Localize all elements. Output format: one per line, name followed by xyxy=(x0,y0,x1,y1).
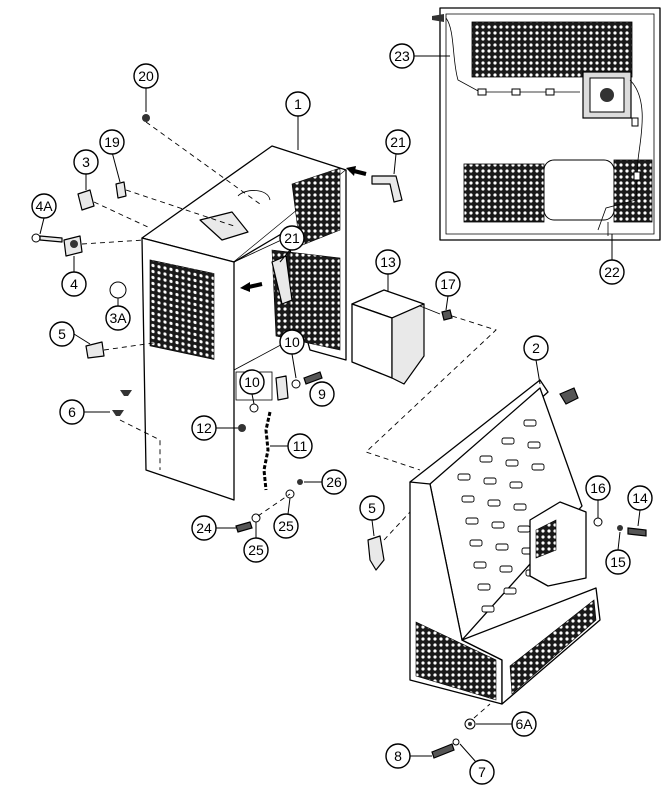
callout-14[interactable]: 14 xyxy=(627,485,653,527)
svg-text:1: 1 xyxy=(294,96,302,112)
bracket-21-inner xyxy=(240,255,293,305)
callout-17[interactable]: 17 xyxy=(435,271,461,311)
callout-12[interactable]: 12 xyxy=(191,415,238,441)
nut-12 xyxy=(238,424,246,432)
callout-6a[interactable]: 6A xyxy=(476,711,537,737)
screw-6 xyxy=(112,390,161,470)
latch-3 xyxy=(77,189,151,229)
callout-5-right[interactable]: 5 xyxy=(359,495,385,537)
callout-6[interactable]: 6 xyxy=(59,399,110,425)
callout-19[interactable]: 19 xyxy=(99,129,125,183)
svg-text:3: 3 xyxy=(82,154,90,170)
key-4a xyxy=(31,233,63,243)
svg-text:16: 16 xyxy=(590,480,606,496)
washer-15 xyxy=(617,525,623,531)
chain-11 xyxy=(262,411,272,491)
svg-text:12: 12 xyxy=(196,420,212,436)
catch-5-left xyxy=(85,341,161,359)
seat-unit-2 xyxy=(409,379,601,705)
svg-text:8: 8 xyxy=(394,748,402,764)
plug-3a xyxy=(109,281,127,299)
callout-2[interactable]: 2 xyxy=(523,335,549,385)
screw-8 xyxy=(431,743,455,759)
callout-9[interactable]: 9 xyxy=(309,381,335,407)
svg-text:5: 5 xyxy=(58,326,66,342)
catch-5-right xyxy=(367,511,411,571)
callout-26[interactable]: 26 xyxy=(304,469,347,495)
svg-text:6A: 6A xyxy=(515,716,533,732)
svg-text:24: 24 xyxy=(196,520,212,536)
callout-1[interactable]: 1 xyxy=(285,91,311,150)
screw-20 xyxy=(142,114,261,205)
nut-26 xyxy=(297,479,303,485)
callout-11[interactable]: 11 xyxy=(270,433,313,459)
svg-text:14: 14 xyxy=(632,490,648,506)
callout-10-top[interactable]: 10 xyxy=(279,329,305,379)
svg-text:15: 15 xyxy=(610,554,626,570)
callout-3[interactable]: 3 xyxy=(73,149,99,190)
callout-22[interactable]: 22 xyxy=(599,234,625,285)
svg-text:21: 21 xyxy=(390,134,406,150)
rear-panel-inset xyxy=(432,7,661,241)
callout-24[interactable]: 24 xyxy=(191,515,236,541)
svg-text:3A: 3A xyxy=(109,310,127,326)
callout-20[interactable]: 20 xyxy=(133,63,159,112)
callout-25-right[interactable]: 25 xyxy=(273,497,299,539)
clip-19 xyxy=(115,181,235,227)
callout-23[interactable]: 23 xyxy=(389,43,450,69)
svg-text:2: 2 xyxy=(532,340,540,356)
svg-text:9: 9 xyxy=(318,386,326,402)
callout-10-bottom[interactable]: 10 xyxy=(239,369,265,405)
svg-text:13: 13 xyxy=(380,254,396,270)
washer-25 xyxy=(251,489,295,523)
washer-10 xyxy=(249,403,259,413)
svg-text:26: 26 xyxy=(326,474,342,490)
callout-15[interactable]: 15 xyxy=(605,531,631,575)
svg-text:25: 25 xyxy=(278,518,294,534)
svg-text:10: 10 xyxy=(284,334,300,350)
hinge-plate xyxy=(275,371,323,401)
svg-text:19: 19 xyxy=(104,134,120,150)
screw-14 xyxy=(627,527,647,537)
svg-text:25: 25 xyxy=(248,542,264,558)
washer-16 xyxy=(593,517,603,527)
svg-text:4A: 4A xyxy=(35,198,53,214)
shelf-box-13 xyxy=(351,289,441,385)
callout-21-top[interactable]: 21 xyxy=(385,129,411,175)
bracket-21-top xyxy=(346,166,403,203)
callout-5-left[interactable]: 5 xyxy=(49,321,91,347)
callout-21-inner[interactable]: 21 xyxy=(279,225,305,263)
washer-7 xyxy=(452,738,460,746)
callout-25-left[interactable]: 25 xyxy=(243,522,269,563)
callout-4[interactable]: 4 xyxy=(61,256,87,297)
svg-text:6: 6 xyxy=(68,404,76,420)
svg-text:20: 20 xyxy=(138,68,154,84)
svg-text:21: 21 xyxy=(284,230,300,246)
screw-24 xyxy=(235,521,253,533)
svg-text:11: 11 xyxy=(293,438,308,454)
callout-4a[interactable]: 4A xyxy=(31,193,57,235)
callout-13[interactable]: 13 xyxy=(375,249,401,292)
callout-3a[interactable]: 3A xyxy=(105,298,131,331)
washer-6a xyxy=(464,703,491,730)
screw-17 xyxy=(365,309,497,471)
svg-text:17: 17 xyxy=(440,276,456,292)
lock-4 xyxy=(63,235,145,257)
callout-7[interactable]: 7 xyxy=(459,743,495,785)
svg-text:5: 5 xyxy=(368,500,376,516)
svg-text:23: 23 xyxy=(394,48,410,64)
cabinet-housing xyxy=(141,145,347,501)
svg-text:4: 4 xyxy=(70,276,78,292)
callout-16[interactable]: 16 xyxy=(585,475,611,518)
svg-text:10: 10 xyxy=(244,374,260,390)
callout-8[interactable]: 8 xyxy=(385,743,432,769)
svg-text:22: 22 xyxy=(604,264,620,280)
svg-text:7: 7 xyxy=(478,764,486,780)
